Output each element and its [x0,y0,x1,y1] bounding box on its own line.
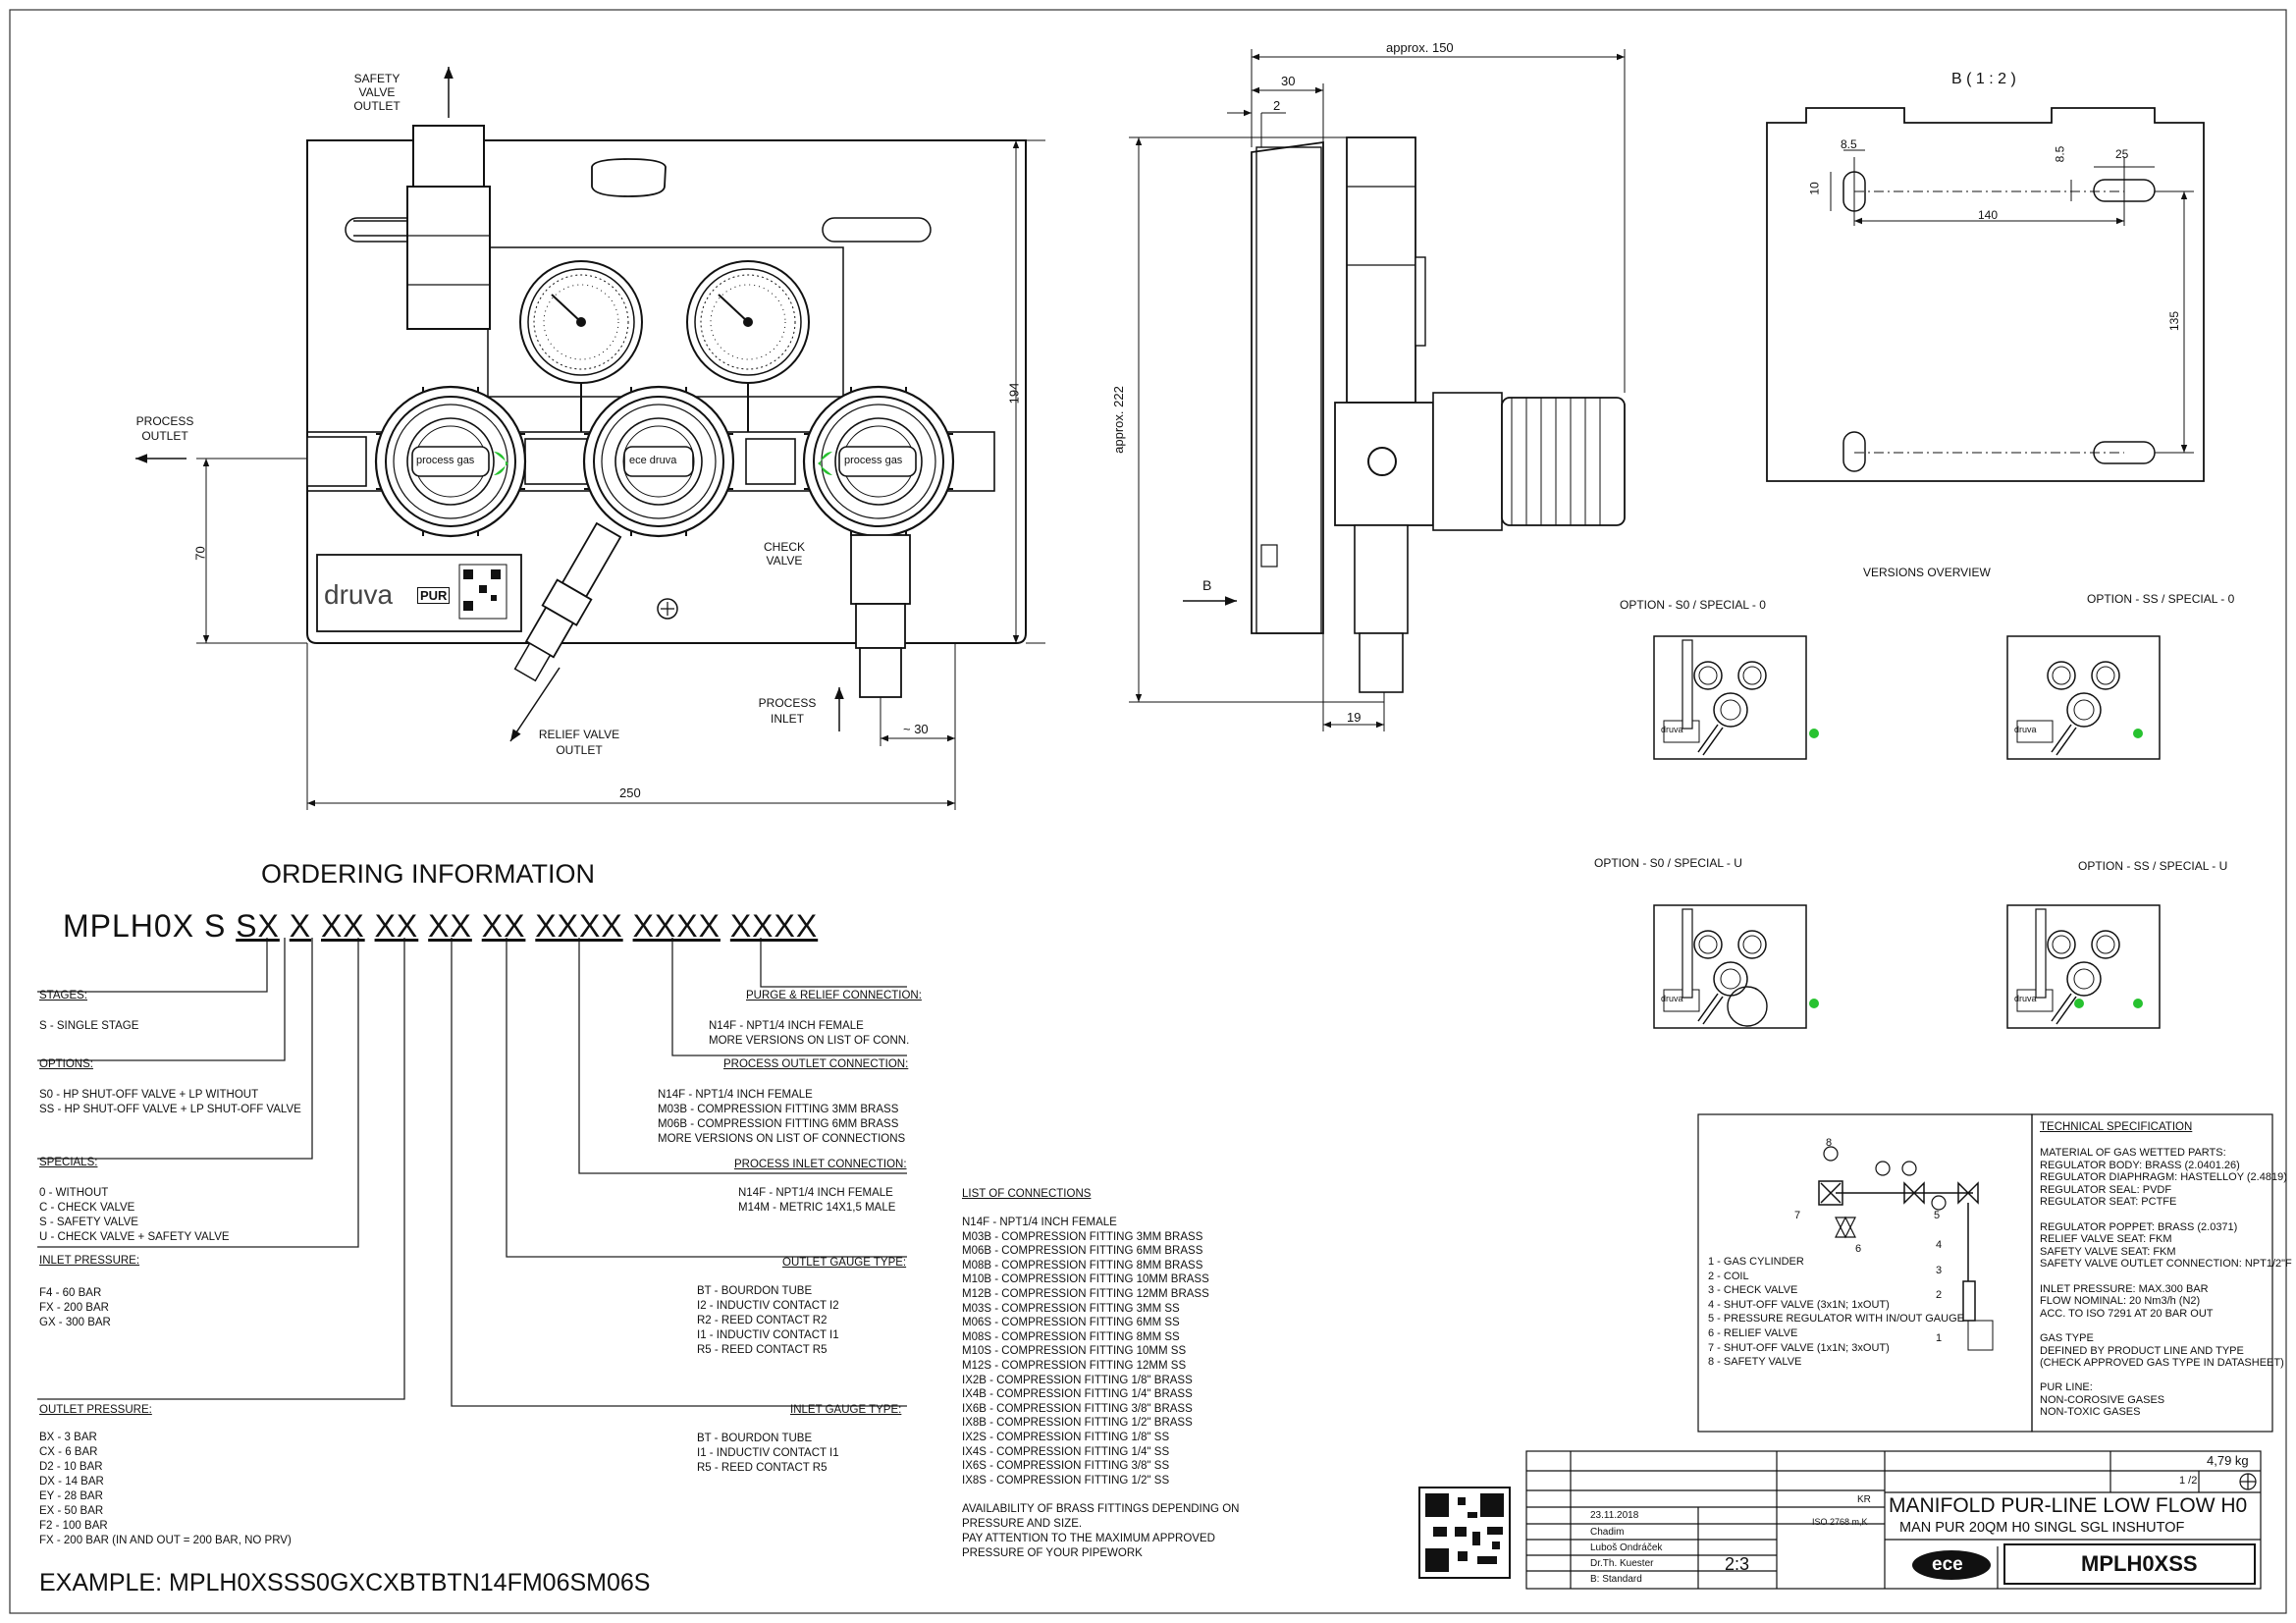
process-inlet-heading: PROCESS INLET CONNECTION: [734,1159,907,1170]
tb-date: 23.11.2018 [1590,1510,1639,1521]
process-outlet-heading: PROCESS OUTLET CONNECTION: [723,1058,909,1070]
schematic-num-3: 3 [1936,1265,1943,1276]
tb-checked: Luboš Ondráček [1590,1542,1663,1553]
connections-notes: AVAILABILITY OF BRASS FITTINGS DEPENDING… [962,1503,1240,1559]
pneumatic-schematic [1697,1113,2273,1433]
detail-b-title: B ( 1 : 2 ) [1951,71,2016,87]
order-code: MPLH0X S SX X XX XX XX XX XXXX XXXX XXXX [63,908,819,944]
check-valve-label: CHECK VALVE [763,540,805,568]
detail-dim-25: 25 [2115,147,2129,161]
tb-sheet: 1 /2 [2179,1475,2198,1487]
schematic-num-6: 6 [1855,1243,1862,1255]
gauge-label-left: process gas [416,455,475,466]
process-inlet-label: PROCESS INLET [758,696,817,726]
dim-side-30: 30 [1281,74,1296,88]
tech-spec-list: MATERIAL OF GAS WETTED PARTS:REGULATOR B… [2040,1147,2292,1419]
purge-relief-heading: PURGE & RELIEF CONNECTION: [746,990,922,1001]
detail-dim-8-5-b: 8.5 [2053,145,2067,163]
tb-ece-logo-text: ece [1932,1554,1963,1575]
tb-drawn: Chadim [1590,1527,1625,1538]
version-s0-0: OPTION - S0 / SPECIAL - 0 [1620,598,1766,612]
versions-title: VERSIONS OVERVIEW [1863,566,1991,579]
process-outlet-label: PROCESS OUTLET [135,414,194,443]
tb-approved: Dr.Th. Kuester [1590,1558,1654,1569]
ordering-leaders [37,938,907,1407]
dim-side-2: 2 [1273,98,1281,113]
version-s0-u: OPTION - S0 / SPECIAL - U [1594,856,1742,870]
dim-19: 19 [1347,710,1362,725]
title-block-frame [1525,1450,2262,1590]
outlet-gauge-heading: OUTLET GAUGE TYPE: [782,1257,907,1269]
safety-valve-outlet-label: SAFETY VALVE OUTLET [353,72,400,113]
schematic-num-7: 7 [1794,1210,1801,1221]
mini-brand-1: druva [1661,725,1683,734]
tb-rev: KR [1857,1494,1871,1505]
schematic-num-1: 1 [1936,1332,1943,1344]
relief-valve-outlet-label: RELIEF VALVE OUTLET [538,728,620,757]
inlet-pressure-heading: INLET PRESSURE: [39,1255,140,1267]
mini-brand-2: druva [2014,725,2037,734]
ordering-example: EXAMPLE: MPLH0XSSS0GXCXBTBTN14FM06SM06S [39,1569,651,1596]
versions-overview [1653,635,2161,1029]
inlet-gauge-heading: INLET GAUGE TYPE: [790,1404,902,1416]
detail-b [1766,107,2205,482]
mini-brand-4: druva [2014,994,2037,1003]
tb-title-sub: MAN PUR 20QM H0 SINGL SGL INSHUTOF [1899,1520,2185,1536]
gauge-label-right: process gas [844,455,903,466]
schematic-num-4: 4 [1936,1239,1943,1251]
version-ss-u: OPTION - SS / SPECIAL - U [2078,859,2228,873]
detail-dim-8-5-a: 8.5 [1841,137,1857,151]
detail-dim-10: 10 [1807,182,1822,195]
specials-heading: SPECIALS: [39,1157,98,1168]
tb-iso: ISO 2768 m,K [1812,1517,1868,1527]
dim-250: 250 [619,785,641,800]
schematic-num-8: 8 [1826,1137,1833,1149]
ece-logo [1912,1550,1991,1580]
dim-30: ~ 30 [903,722,929,736]
front-view [135,67,1045,810]
side-view [1129,49,1626,731]
center-brand: ece druva [629,455,677,466]
outlet-pressure-heading: OUTLET PRESSURE: [39,1404,152,1416]
tb-part-number: MPLH0XSS [2081,1551,2198,1576]
detail-dim-140: 140 [1978,208,1999,222]
dim-approx-150: approx. 150 [1386,40,1454,55]
tech-spec-heading: TECHNICAL SPECIFICATION [2040,1121,2193,1133]
plate-pur: PUR [417,587,451,604]
detail-dim-135: 135 [2167,310,2182,332]
connections-heading: LIST OF CONNECTIONS [962,1188,1092,1200]
qr-code [1418,1487,1511,1579]
stages-heading: STAGES: [39,990,87,1001]
view-b-marker: B [1202,577,1212,593]
options-heading: OPTIONS: [39,1058,93,1070]
dim-70: 70 [192,546,208,561]
schematic-num-2: 2 [1936,1289,1943,1301]
dim-194: 194 [1006,382,1022,405]
tb-weight: 4,79 kg [2207,1453,2249,1468]
ordering-title: ORDERING INFORMATION [261,859,595,889]
tb-title-main: MANIFOLD PUR-LINE LOW FLOW H0 [1889,1494,2248,1517]
schematic-num-5: 5 [1934,1210,1941,1221]
mini-brand-3: druva [1661,994,1683,1003]
tb-scale: 2:3 [1725,1554,1750,1574]
dim-approx-222: approx. 222 [1110,386,1126,454]
plate-brand: druva [324,579,394,610]
tb-standard: B: Standard [1590,1574,1642,1585]
stages-list: S - SINGLE STAGE [39,1020,139,1032]
version-ss-0: OPTION - SS / SPECIAL - 0 [2087,592,2235,606]
